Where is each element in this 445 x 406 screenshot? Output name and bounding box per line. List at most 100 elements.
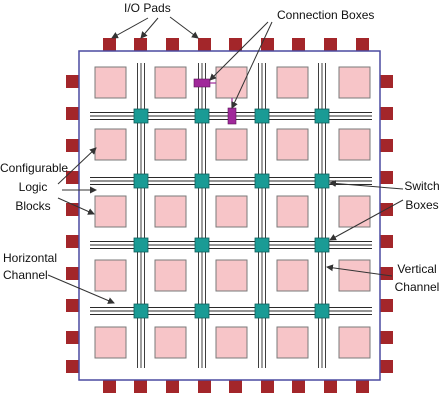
- io-pad-bottom-6: [292, 380, 305, 393]
- logic-block-r4-c4: [338, 326, 371, 359]
- io-pad-bottom-5: [261, 380, 274, 393]
- switch-box-r2-c2: [254, 237, 270, 253]
- arrow-io-pads-1: [111, 17, 149, 39]
- io-pad-top-7: [324, 38, 337, 51]
- clb-label-line-1: Configurable: [0, 161, 69, 175]
- io-pad-top-1: [134, 38, 147, 51]
- io-pad-right-5: [380, 235, 393, 248]
- logic-block-r3-c1: [154, 259, 187, 292]
- io-pads-label: I/O Pads: [124, 1, 171, 15]
- logic-block-r0-c3: [276, 66, 309, 99]
- connection-box-horizontal: [193, 78, 211, 88]
- switch-boxes-label: Switch Boxes: [400, 179, 444, 213]
- io-pad-right-1: [380, 107, 393, 120]
- logic-block-r0-c0: [94, 66, 127, 99]
- switch-box-r0-c1: [194, 108, 210, 124]
- arrow-switch-1: [329, 180, 404, 190]
- logic-blocks-group: [94, 66, 371, 359]
- io-pads-group: [66, 38, 393, 393]
- switch-boxes-group: [133, 108, 330, 319]
- io-pad-bottom-0: [103, 380, 116, 393]
- io-pad-bottom-3: [198, 380, 211, 393]
- switch-box-r1-c2: [254, 173, 270, 189]
- io-pad-bottom-4: [229, 380, 242, 393]
- io-pad-bottom-7: [324, 380, 337, 393]
- arrow-switch-2: [329, 199, 404, 241]
- switch-box-r0-c3: [314, 108, 330, 124]
- arrow-vertical-channel: [326, 264, 393, 277]
- horizontal-label-line-2: Channel: [3, 268, 48, 282]
- logic-block-r1-c1: [154, 128, 187, 161]
- vertical-channel-label: Vertical Channel: [389, 262, 445, 295]
- logic-block-r4-c1: [154, 326, 187, 359]
- switch-box-r2-c1: [194, 237, 210, 253]
- arrow-clb-1: [57, 147, 97, 185]
- clb-label-line-3: Blocks: [15, 199, 51, 213]
- io-pad-bottom-1: [134, 380, 147, 393]
- io-pad-right-0: [380, 75, 393, 88]
- io-pad-left-8: [66, 331, 79, 344]
- logic-block-r1-c2: [215, 128, 248, 161]
- io-pad-top-2: [166, 38, 179, 51]
- io-pad-top-5: [261, 38, 274, 51]
- logic-block-r2-c4: [338, 195, 371, 228]
- io-pad-right-2: [380, 139, 393, 152]
- connection-box-vertical: [227, 107, 237, 125]
- io-pad-left-5: [66, 235, 79, 248]
- switch-box-r3-c2: [254, 303, 270, 319]
- io-pad-top-6: [292, 38, 305, 51]
- io-pad-left-9: [66, 360, 79, 373]
- switch-label-line-2: Boxes: [405, 198, 439, 212]
- arrow-horizontal-channel: [47, 274, 115, 304]
- logic-block-r3-c3: [276, 259, 309, 292]
- io-pad-left-2: [66, 139, 79, 152]
- io-pad-top-0: [103, 38, 116, 51]
- logic-block-r2-c1: [154, 195, 187, 228]
- callout-arrows: [47, 16, 404, 304]
- switch-box-r2-c0: [133, 237, 149, 253]
- connection-boxes-label: Connection Boxes: [277, 8, 375, 22]
- switch-box-r3-c1: [194, 303, 210, 319]
- io-pad-right-3: [380, 171, 393, 184]
- arrow-io-pads-2: [140, 17, 159, 39]
- logic-block-r0-c1: [154, 66, 187, 99]
- logic-block-r2-c0: [94, 195, 127, 228]
- io-pad-right-6: [380, 267, 393, 280]
- clb-label-line-2: Logic: [18, 180, 48, 194]
- arrow-connection-box-horizontal: [209, 21, 269, 81]
- switch-box-r1-c3: [314, 173, 330, 189]
- switch-box-r3-c0: [133, 303, 149, 319]
- logic-block-r0-c2: [215, 66, 248, 99]
- io-pad-top-3: [198, 38, 211, 51]
- logic-block-r4-c0: [94, 326, 127, 359]
- logic-block-r1-c3: [276, 128, 309, 161]
- switch-box-r1-c1: [194, 173, 210, 189]
- arrow-clb-3: [57, 197, 95, 215]
- arrow-connection-box-vertical: [231, 21, 273, 109]
- io-pad-top-8: [356, 38, 369, 51]
- horizontal-channel-label: Horizontal Channel: [3, 251, 57, 283]
- logic-block-r2-c2: [215, 195, 248, 228]
- io-pad-left-6: [66, 267, 79, 280]
- configurable-logic-blocks-label: Configurable Logic Blocks: [0, 161, 69, 214]
- logic-block-r4-c2: [215, 326, 248, 359]
- io-pad-bottom-8: [356, 380, 369, 393]
- switch-box-r0-c0: [133, 108, 149, 124]
- switch-box-r0-c2: [254, 108, 270, 124]
- logic-block-r2-c3: [276, 195, 309, 228]
- logic-block-r3-c2: [215, 259, 248, 292]
- io-pad-right-7: [380, 299, 393, 312]
- arrow-io-pads-3: [169, 16, 199, 39]
- io-pad-right-9: [380, 360, 393, 373]
- switch-box-r3-c3: [314, 303, 330, 319]
- logic-block-r4-c3: [276, 326, 309, 359]
- io-pad-top-4: [229, 38, 242, 51]
- vertical-label-line-2: Channel: [394, 280, 440, 294]
- io-pad-bottom-2: [166, 380, 179, 393]
- logic-block-r1-c4: [338, 128, 371, 161]
- horizontal-label-line-1: Horizontal: [3, 251, 58, 265]
- logic-block-r0-c4: [338, 66, 371, 99]
- io-pad-left-3: [66, 171, 79, 184]
